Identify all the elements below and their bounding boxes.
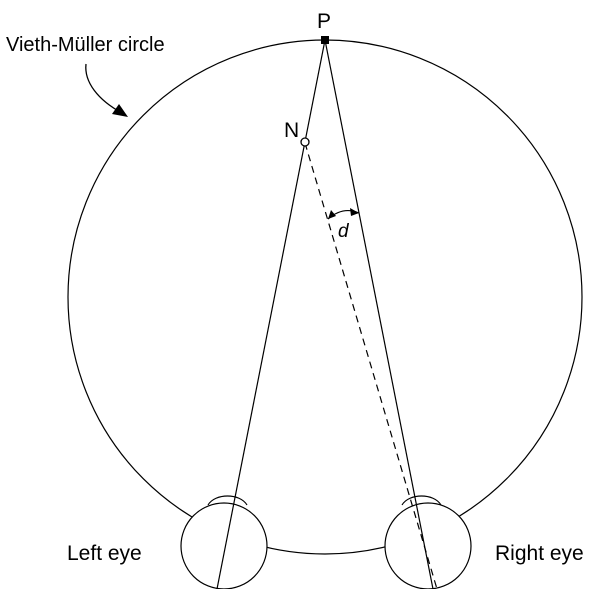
point-p-label: P [317,10,331,33]
n-to-right-eye-dashed-line [304,142,438,589]
right-eye-ball [384,502,472,589]
left-visual-line [216,39,326,589]
left-eye-label: Left eye [67,542,142,565]
point-n-marker [300,137,310,147]
left-eye-cornea [207,495,248,506]
angle-d-arrowhead-right [350,208,359,216]
point-n-label: N [284,119,299,142]
angle-d-arrowhead-left [328,210,336,219]
circle-label: Vieth-Müller circle [6,34,165,56]
right-eye-label: Right eye [495,542,584,565]
right-visual-line [324,39,434,589]
vieth-muller-circle [67,39,583,555]
left-eye-ball [180,502,268,589]
left-eye [180,495,268,589]
circle-pointer-arrowhead [112,104,128,117]
right-eye [384,495,472,589]
circle-pointer-arrow [85,63,123,114]
point-p-marker [321,36,329,44]
angle-d-label: d [338,221,350,242]
